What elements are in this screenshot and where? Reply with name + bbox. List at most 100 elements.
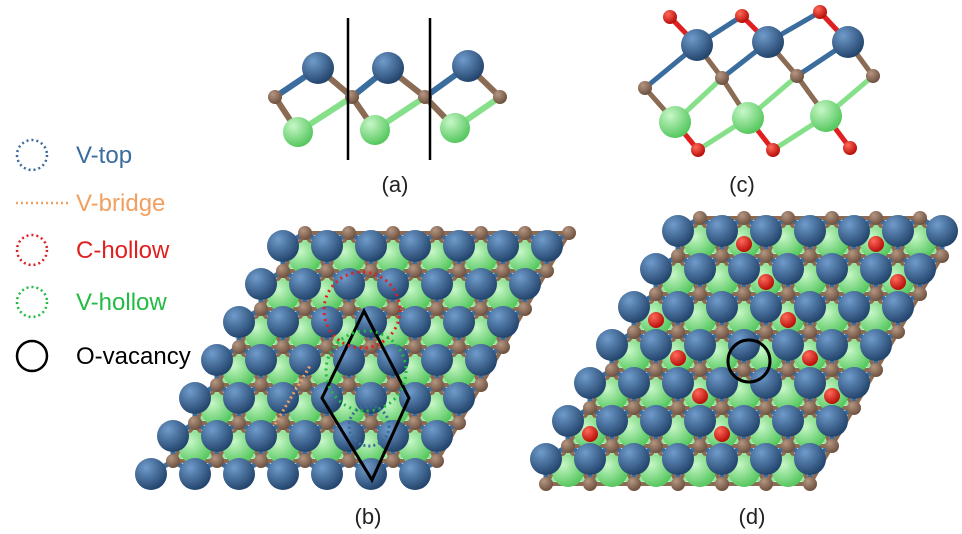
panel-b-atoms (135, 226, 576, 490)
c-atom (342, 226, 356, 240)
c-atom (320, 340, 334, 354)
c-atom (869, 363, 883, 377)
c-atom (737, 439, 751, 453)
c-atom (649, 287, 663, 301)
c-atom (474, 226, 488, 240)
v-atom (728, 405, 760, 437)
c-atom (342, 454, 356, 468)
legend-label-c-hollow: C-hollow (76, 237, 170, 264)
v-atom (728, 329, 760, 361)
v-hollow-site-marker (324, 329, 408, 413)
o-atom (714, 426, 730, 442)
c-hollow-legend-icon (15, 233, 49, 267)
v-atom (640, 329, 672, 361)
o-vacancy-legend-icon (15, 339, 49, 373)
panel-c-label: (c) (729, 172, 755, 197)
v-atom (355, 382, 387, 414)
v-atom (618, 291, 650, 323)
c-atom (276, 264, 290, 278)
v-atom (750, 215, 782, 247)
c-atom (627, 477, 641, 491)
c-atom (386, 226, 400, 240)
v-atom (223, 458, 255, 490)
c-atom (715, 325, 729, 339)
c-atom (935, 249, 949, 263)
o-atom (670, 350, 686, 366)
c-atom (781, 363, 795, 377)
v-atom (399, 458, 431, 490)
c-atom (737, 363, 751, 377)
v-atom (245, 420, 277, 452)
o-atom (802, 350, 818, 366)
v-atom (838, 215, 870, 247)
c-atom (781, 439, 795, 453)
v-atom (838, 291, 870, 323)
c-atom (364, 340, 378, 354)
v-atom (509, 268, 541, 300)
c-atom (452, 264, 466, 278)
c-atom (847, 249, 861, 263)
c-atom (715, 401, 729, 415)
legend: V-top V-bridge C-hollow V-hollow O-vacan… (15, 138, 191, 373)
v-atom (640, 253, 672, 285)
o-vacancy-marker (726, 338, 772, 384)
v-atom (750, 367, 782, 399)
v-atom (421, 344, 453, 376)
c-atom (803, 249, 817, 263)
v-top-site-marker (347, 404, 391, 448)
v-atom (596, 329, 628, 361)
panel-b-label: (b) (355, 504, 382, 529)
c-atom (913, 211, 927, 225)
v-atom (201, 420, 233, 452)
v-atom (640, 405, 672, 437)
v-hollow-legend-icon (15, 285, 49, 319)
v-atom (267, 230, 299, 262)
c-hollow-site-marker (322, 270, 402, 350)
v-atom (311, 306, 343, 338)
v-atom (245, 268, 277, 300)
v-atom (618, 367, 650, 399)
c-atom (715, 477, 729, 491)
v-atom (794, 291, 826, 323)
v-atom (662, 367, 694, 399)
v-atom (552, 405, 584, 437)
c-atom (232, 340, 246, 354)
v-atom (289, 268, 321, 300)
panel-a-atoms (268, 50, 507, 147)
v-atom (772, 329, 804, 361)
c-atom (737, 211, 751, 225)
v-atom (794, 443, 826, 475)
v-atom (267, 306, 299, 338)
c-atom (627, 325, 641, 339)
v-atom (267, 382, 299, 414)
c-atom (298, 226, 312, 240)
v-atom (311, 458, 343, 490)
v-atom (201, 344, 233, 376)
c-atom (825, 211, 839, 225)
o-atom (868, 236, 884, 252)
v-atom (157, 420, 189, 452)
v-atom (289, 420, 321, 452)
v-atom (245, 344, 277, 376)
panel-c-atoms (638, 5, 880, 157)
c-atom (342, 378, 356, 392)
c-atom (320, 416, 334, 430)
o-atom (890, 274, 906, 290)
v-atom (772, 253, 804, 285)
v-atom (311, 230, 343, 262)
v-atom (596, 405, 628, 437)
v-atom (882, 215, 914, 247)
v-atom (574, 443, 606, 475)
v-atom (179, 458, 211, 490)
c-atom (430, 454, 444, 468)
panel-d-atoms (530, 211, 958, 491)
c-atom (364, 416, 378, 430)
panel-d-label: (d) (739, 504, 766, 529)
c-atom (693, 211, 707, 225)
v-atom (574, 367, 606, 399)
c-atom (627, 401, 641, 415)
v-atom (684, 253, 716, 285)
v-atom (377, 268, 409, 300)
c-atom (254, 454, 268, 468)
v-atom (926, 215, 958, 247)
